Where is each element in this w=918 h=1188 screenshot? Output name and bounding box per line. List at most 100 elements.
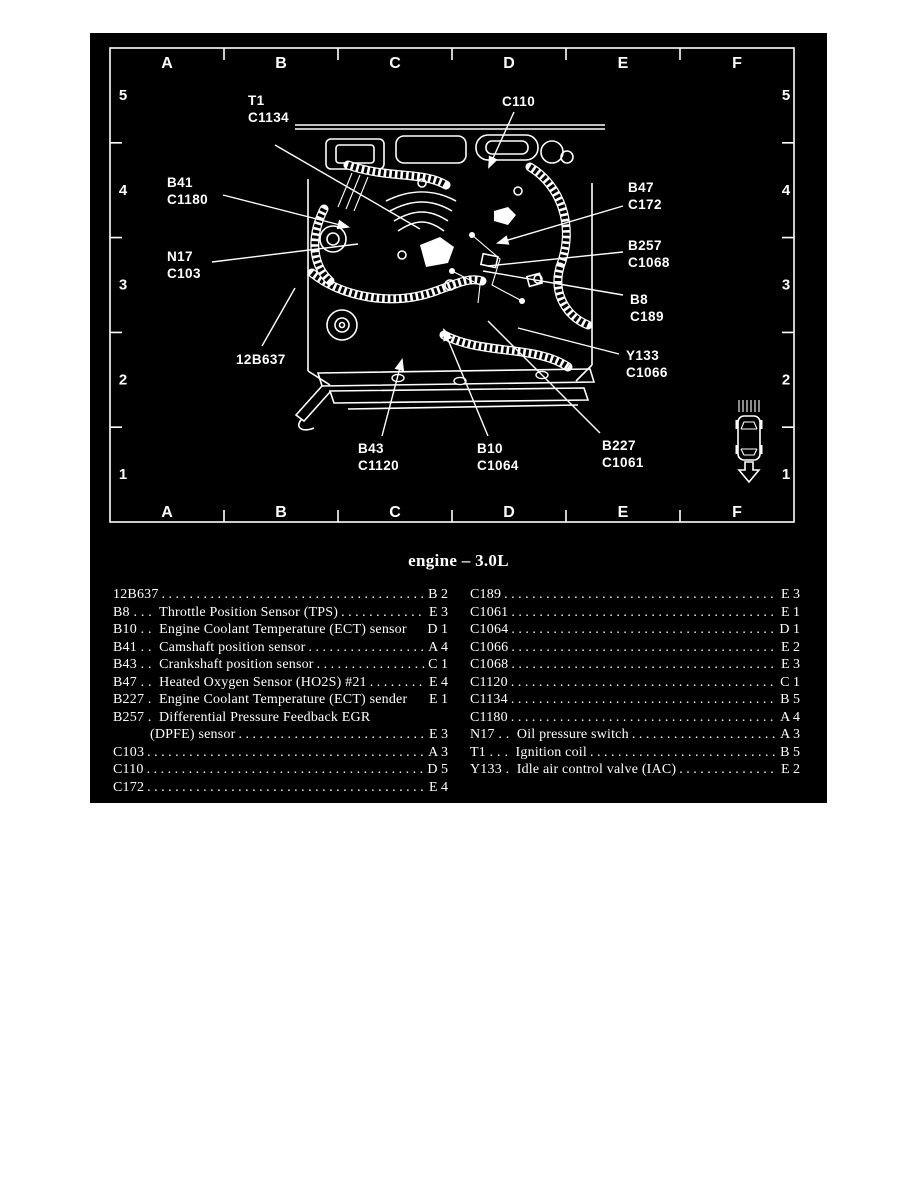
grid-col-top-B: B bbox=[275, 55, 287, 72]
legend-entry-label: C1134 bbox=[470, 692, 508, 707]
legend-entry-label: C172 bbox=[113, 779, 145, 795]
legend-grid-ref: B 5 bbox=[780, 692, 800, 707]
legend-row: N17 . . Oil pressure switch A 3 bbox=[470, 726, 800, 744]
legend-grid-ref: E 3 bbox=[428, 604, 448, 620]
callout-label-line: C1134 bbox=[248, 110, 290, 125]
legend-dot-leader bbox=[317, 656, 426, 674]
legend-dot-leader bbox=[511, 674, 777, 692]
legend-grid-ref: C 1 bbox=[428, 657, 448, 672]
grid-row-left-5: 5 bbox=[119, 87, 127, 104]
legend-row: B41 . . Camshaft position sensor A 4 bbox=[113, 639, 448, 657]
grid-row-right-3: 3 bbox=[782, 277, 790, 294]
legend-entry-label: C1180 bbox=[470, 709, 508, 725]
callout-label-line: B41 bbox=[167, 175, 193, 190]
legend-dot-leader bbox=[679, 761, 778, 779]
leader-line-B8 bbox=[482, 270, 624, 296]
callout-label-line: C1120 bbox=[358, 458, 400, 473]
legend-grid-ref: D 1 bbox=[779, 622, 800, 637]
legend-entry-label: 12B637 bbox=[113, 587, 159, 602]
legend-entry-label: C1120 bbox=[470, 674, 508, 690]
leader-line-B257 bbox=[487, 251, 624, 267]
engine-illustration bbox=[294, 124, 605, 431]
component-legend: 12B637 B 2 B8 . . . Throttle Position Se… bbox=[113, 586, 800, 796]
grid-row-left-1: 1 bbox=[119, 466, 127, 483]
legend-row: C1134 B 5 bbox=[470, 691, 800, 709]
legend-entry-label: B47 . . Heated Oxygen Sensor (HO2S) #21 bbox=[113, 674, 367, 690]
legend-dot-leader bbox=[511, 656, 778, 674]
legend-entry-label: C189 bbox=[470, 587, 502, 602]
legend-row: C110 D 5 bbox=[113, 761, 448, 779]
legend-dot-leader bbox=[504, 586, 778, 604]
legend-entry-label: C1066 bbox=[470, 639, 509, 655]
grid-row-left-3: 3 bbox=[119, 277, 127, 294]
legend-row: C1064 D 1 bbox=[470, 621, 800, 639]
legend-entry-label: Y133 . Idle air control valve (IAC) bbox=[470, 762, 677, 777]
legend-dot-leader bbox=[511, 709, 777, 727]
leader-line-12B637 bbox=[261, 287, 296, 347]
legend-dot-leader bbox=[511, 604, 778, 622]
grid-col-bottom-C: C bbox=[389, 504, 401, 521]
legend-entry-label: (DPFE) sensor bbox=[150, 727, 236, 742]
callout-leader-lines bbox=[211, 111, 624, 437]
leader-line-C110 bbox=[488, 111, 515, 169]
leader-line-B10 bbox=[443, 328, 489, 437]
legend-grid-ref: E 1 bbox=[780, 604, 800, 620]
legend-grid-ref: A 4 bbox=[428, 639, 448, 655]
legend-row: C103 A 3 bbox=[113, 744, 448, 762]
legend-dot-leader bbox=[370, 674, 426, 692]
legend-dot-leader bbox=[341, 604, 426, 622]
legend-grid-ref: D 5 bbox=[427, 762, 448, 777]
legend-entry-label: B257 . Differential Pressure Feedback EG… bbox=[113, 709, 371, 725]
callout-label-line: C110 bbox=[502, 94, 536, 109]
legend-row: C1061 E 1 bbox=[470, 604, 800, 622]
grid-row-left-2: 2 bbox=[119, 371, 127, 388]
legend-dot-leader bbox=[632, 726, 777, 744]
legend-grid-ref: E 4 bbox=[428, 674, 448, 690]
legend-row: B43 . . Crankshaft position sensor C 1 bbox=[113, 656, 448, 674]
grid-row-right-4: 4 bbox=[782, 182, 791, 199]
legend-grid-ref: E 4 bbox=[428, 779, 448, 795]
grid-col-bottom-A: A bbox=[161, 504, 173, 521]
legend-entry-label: B8 . . . Throttle Position Sensor (TPS) bbox=[113, 604, 339, 620]
legend-grid-ref: A 3 bbox=[780, 727, 800, 742]
legend-entry-label: C1061 bbox=[470, 604, 509, 620]
leader-line-B227 bbox=[487, 320, 601, 434]
leader-line-T1 bbox=[274, 144, 421, 230]
leader-line-B41 bbox=[222, 194, 351, 230]
grid-col-top-E: E bbox=[618, 55, 629, 72]
callout-C110: C110 bbox=[502, 93, 535, 110]
legend-entry-label: N17 . . Oil pressure switch bbox=[470, 727, 629, 742]
legend-dot-leader bbox=[511, 691, 777, 709]
callout-label-line: Y133 bbox=[626, 348, 660, 363]
legend-dot-leader bbox=[147, 779, 426, 797]
callout-label-line: C1066 bbox=[626, 365, 668, 380]
legend-dot-leader bbox=[590, 744, 777, 762]
callout-label-line: C1061 bbox=[602, 455, 644, 470]
grid-col-top-C: C bbox=[389, 55, 401, 72]
grid-col-bottom-D: D bbox=[503, 504, 515, 521]
legend-row: C172 E 4 bbox=[113, 779, 448, 797]
callout-label-line: B47 bbox=[628, 180, 654, 195]
legend-entry-label: B10 . . Engine Coolant Temperature (ECT)… bbox=[113, 622, 407, 637]
legend-row: B10 . . Engine Coolant Temperature (ECT)… bbox=[113, 621, 448, 639]
grid-row-right-5: 5 bbox=[782, 87, 790, 104]
callout-label-line: C172 bbox=[628, 197, 662, 212]
legend-dot-leader bbox=[147, 744, 425, 762]
legend-grid-ref: B 5 bbox=[780, 744, 800, 760]
legend-row: C1180 A 4 bbox=[470, 709, 800, 727]
grid-row-left-4: 4 bbox=[119, 182, 128, 199]
legend-grid-ref: A 4 bbox=[780, 709, 800, 725]
callout-label-line: C1180 bbox=[167, 192, 209, 207]
legend-entry-label: B43 . . Crankshaft position sensor bbox=[113, 657, 314, 672]
legend-row: 12B637 B 2 bbox=[113, 586, 448, 604]
legend-dot-leader bbox=[147, 761, 425, 779]
